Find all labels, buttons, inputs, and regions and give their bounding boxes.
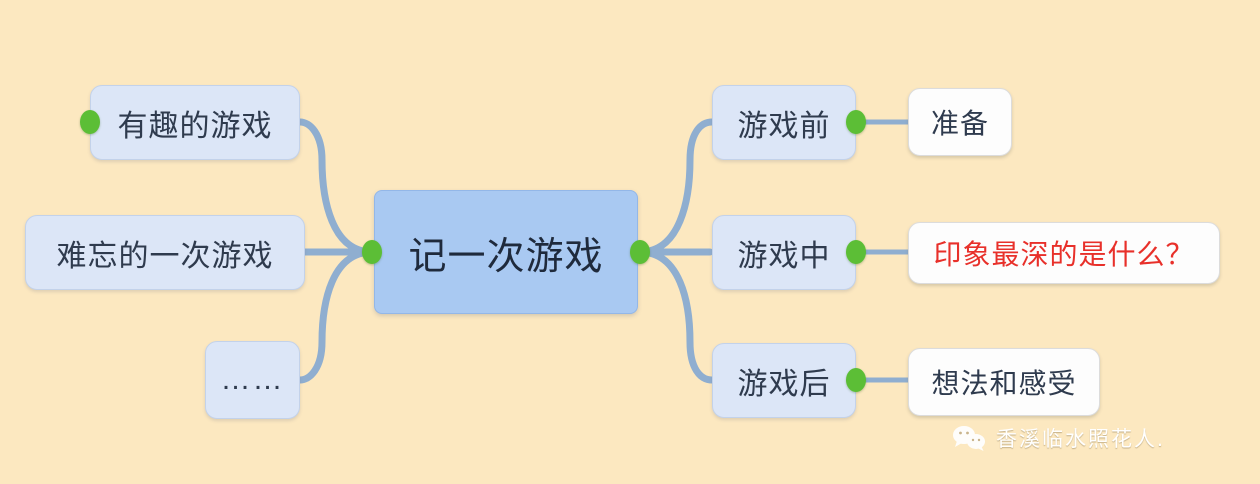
topic-right-3-label: 游戏后	[737, 367, 831, 401]
topic-right-2-label: 游戏中	[737, 239, 831, 273]
root-node[interactable]: 记一次游戏	[374, 190, 638, 314]
topic-right-1-label: 游戏前	[737, 109, 831, 143]
leaf-right-3-label: 想法和感受	[931, 368, 1077, 399]
leaf-right-2[interactable]: 印象最深的是什么？	[908, 222, 1220, 284]
leaf-right-1[interactable]: 准备	[908, 88, 1012, 156]
bullet-left-topic-1	[80, 110, 100, 134]
watermark: 香溪临水照花人.	[952, 423, 1165, 453]
leaf-right-2-label: 印象最深的是什么？	[933, 239, 1195, 270]
wechat-icon	[953, 426, 985, 451]
watermark-text: 香溪临水照花人.	[996, 428, 1165, 451]
bullet-root-right	[630, 240, 650, 264]
bullet-root-left	[362, 240, 382, 264]
topic-left-3-label: ……	[220, 363, 285, 396]
topic-left-3-ellipsis[interactable]: ……	[205, 341, 300, 419]
bullet-right-topic-2	[846, 240, 866, 264]
leaf-right-3[interactable]: 想法和感受	[908, 348, 1100, 416]
root-label: 记一次游戏	[408, 235, 604, 278]
topic-left-1[interactable]: 有趣的游戏	[90, 85, 300, 160]
leaf-right-1-label: 准备	[930, 108, 989, 139]
topic-right-3[interactable]: 游戏后	[712, 343, 856, 418]
topic-left-2[interactable]: 难忘的一次游戏	[25, 215, 305, 290]
bullet-right-topic-1	[846, 110, 866, 134]
bullet-right-topic-3	[846, 368, 866, 392]
topic-left-2-label: 难忘的一次游戏	[56, 239, 274, 273]
topic-left-1-label: 有趣的游戏	[117, 109, 273, 143]
topic-right-2[interactable]: 游戏中	[712, 215, 856, 290]
topic-right-1[interactable]: 游戏前	[712, 85, 856, 160]
